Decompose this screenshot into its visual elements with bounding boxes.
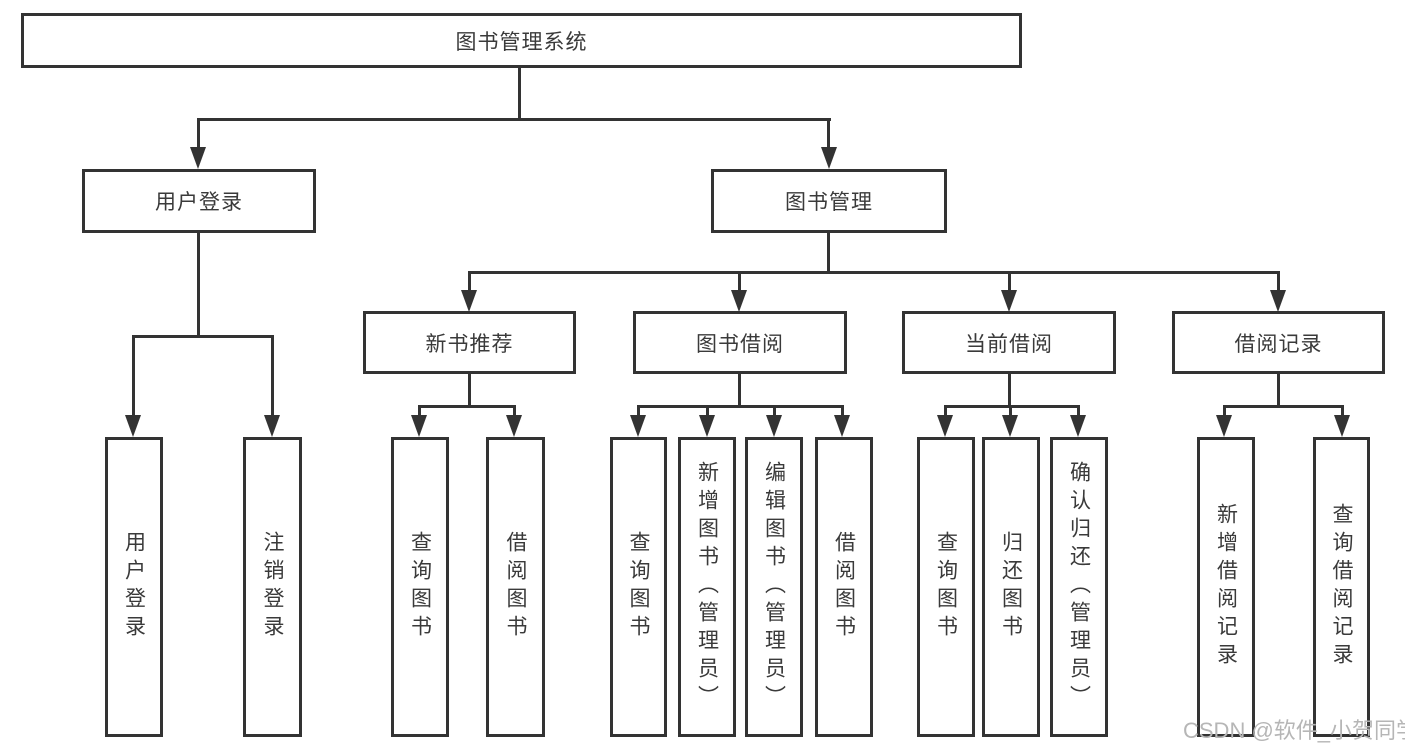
connector-line xyxy=(1223,405,1344,408)
arrow-down-icon xyxy=(125,415,141,437)
arrow-down-icon xyxy=(834,415,850,437)
connector-line xyxy=(738,374,741,407)
arrow-down-icon xyxy=(937,415,953,437)
arrow-down-icon xyxy=(821,147,837,169)
arrow-stem xyxy=(271,335,274,417)
leaf-label: 用户登录 xyxy=(122,531,146,643)
node-current-borrowing: 当前借阅 xyxy=(902,311,1116,374)
arrow-down-icon xyxy=(1334,415,1350,437)
connector-line xyxy=(132,335,274,338)
arrow-stem xyxy=(132,335,135,417)
arrow-down-icon xyxy=(264,415,280,437)
leaf-query-borrow-record: 查询借阅记录 xyxy=(1313,437,1370,737)
node-label: 图书借阅 xyxy=(696,332,784,356)
connector-line xyxy=(637,405,844,408)
arrow-down-icon xyxy=(1216,415,1232,437)
connector-line xyxy=(1277,374,1280,407)
leaf-label: 查询图书 xyxy=(934,531,958,643)
node-book-borrowing: 图书借阅 xyxy=(633,311,847,374)
arrow-stem xyxy=(827,118,830,149)
node-label: 图书管理 xyxy=(785,191,873,214)
arrow-stem xyxy=(1008,271,1011,292)
arrow-down-icon xyxy=(461,290,477,312)
arrow-stem xyxy=(513,405,516,417)
node-new-book-recommend: 新书推荐 xyxy=(363,311,576,374)
leaf-label: 编辑图书（管理员） xyxy=(762,461,786,713)
connector-line xyxy=(418,405,516,408)
leaf-add-borrow-record: 新增借阅记录 xyxy=(1197,437,1255,737)
arrow-stem xyxy=(944,405,947,417)
leaf-label: 借阅图书 xyxy=(504,531,527,643)
connector-line xyxy=(197,233,200,337)
node-label: 用户登录 xyxy=(155,191,243,214)
arrow-down-icon xyxy=(699,415,715,437)
connector-line xyxy=(1008,374,1011,407)
arrow-down-icon xyxy=(766,415,782,437)
leaf-label: 查询图书 xyxy=(408,531,432,643)
arrow-stem xyxy=(197,118,200,149)
node-label: 图书管理系统 xyxy=(455,30,588,54)
leaf-label: 确认归还（管理员） xyxy=(1067,461,1091,713)
arrow-stem xyxy=(1077,405,1080,417)
connector-line xyxy=(518,68,521,120)
node-user-login: 用户登录 xyxy=(82,169,316,233)
node-library-system: 图书管理系统 xyxy=(21,13,1022,68)
arrow-stem xyxy=(1277,271,1280,292)
connector-line xyxy=(944,405,1080,408)
arrow-stem xyxy=(841,405,844,417)
arrow-down-icon xyxy=(506,415,522,437)
arrow-stem xyxy=(1223,405,1226,417)
connector-line xyxy=(827,233,830,274)
arrow-stem xyxy=(773,405,776,417)
leaf-label: 查询借阅记录 xyxy=(1330,503,1353,671)
leaf-label: 查询图书 xyxy=(627,531,650,643)
leaf-user-login: 用户登录 xyxy=(105,437,163,737)
leaf-label: 新增图书（管理员） xyxy=(695,461,719,713)
arrow-down-icon xyxy=(190,147,206,169)
leaf-label: 借阅图书 xyxy=(832,531,856,643)
leaf-add-books-admin: 新增图书（管理员） xyxy=(678,437,736,737)
arrow-stem xyxy=(738,271,741,292)
arrow-down-icon xyxy=(1070,415,1086,437)
node-label: 借阅记录 xyxy=(1234,332,1323,356)
leaf-label: 归还图书 xyxy=(999,531,1023,643)
arrow-down-icon xyxy=(1002,415,1018,437)
arrow-down-icon xyxy=(411,415,427,437)
leaf-logout: 注销登录 xyxy=(243,437,302,737)
arrow-stem xyxy=(1341,405,1344,417)
connector-line xyxy=(468,374,471,407)
csdn-watermark: CSDN @软件_小贺同学 xyxy=(1183,718,1405,743)
leaf-label: 注销登录 xyxy=(261,531,284,643)
node-label: 当前借阅 xyxy=(965,332,1053,356)
connector-line xyxy=(197,118,831,121)
node-book-management: 图书管理 xyxy=(711,169,947,233)
leaf-borrow-books: 借阅图书 xyxy=(815,437,873,737)
arrow-down-icon xyxy=(630,415,646,437)
leaf-query-books-borrow: 查询图书 xyxy=(610,437,667,737)
node-label: 新书推荐 xyxy=(425,332,514,356)
leaf-confirm-return-admin: 确认归还（管理员） xyxy=(1050,437,1108,737)
arrow-stem xyxy=(418,405,421,417)
leaf-return-books: 归还图书 xyxy=(982,437,1040,737)
arrow-down-icon xyxy=(1270,290,1286,312)
leaf-borrow-books-newrec: 借阅图书 xyxy=(486,437,545,737)
arrow-stem xyxy=(1009,405,1012,417)
arrow-stem xyxy=(706,405,709,417)
connector-line xyxy=(468,271,1280,274)
arrow-stem xyxy=(637,405,640,417)
leaf-label: 新增借阅记录 xyxy=(1214,503,1238,671)
leaf-edit-books-admin: 编辑图书（管理员） xyxy=(745,437,803,737)
arrow-down-icon xyxy=(731,290,747,312)
leaf-query-books-newrec: 查询图书 xyxy=(391,437,449,737)
leaf-query-books-current: 查询图书 xyxy=(917,437,975,737)
arrow-down-icon xyxy=(1001,290,1017,312)
node-borrow-records: 借阅记录 xyxy=(1172,311,1385,374)
arrow-stem xyxy=(468,271,471,292)
